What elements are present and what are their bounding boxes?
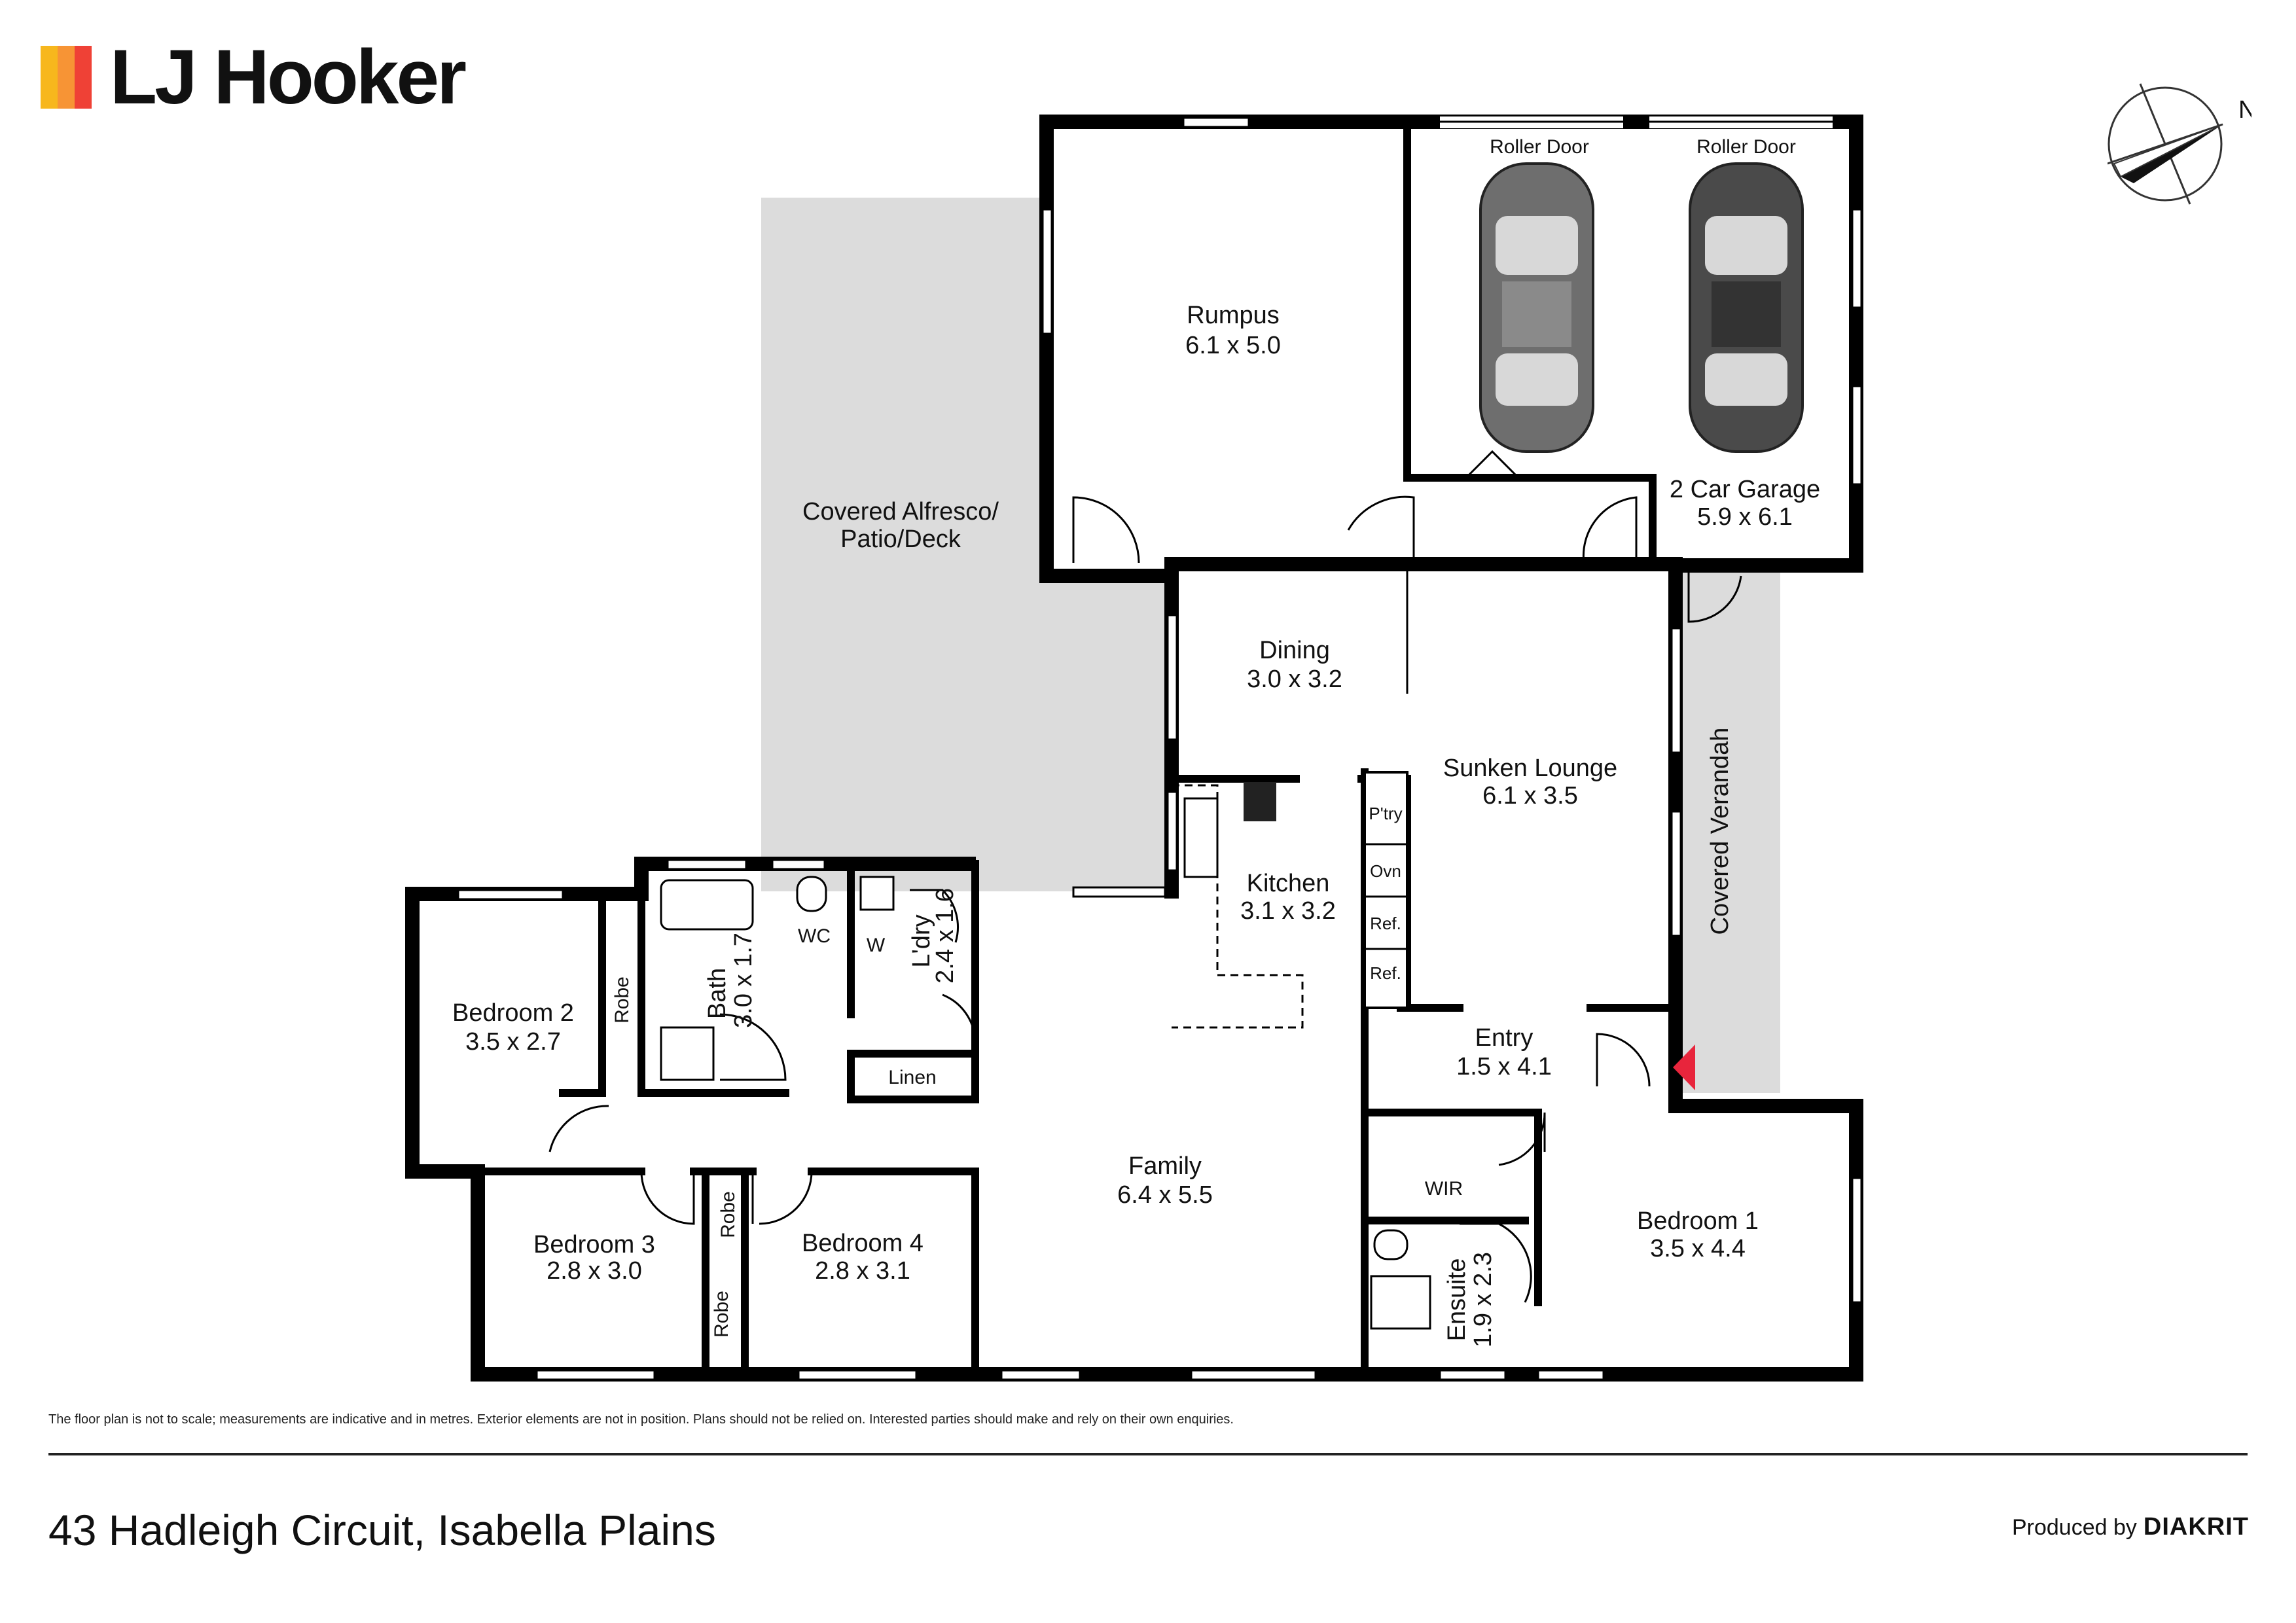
room-size-rumpus: 6.1 x 5.0 <box>1185 332 1281 359</box>
bath-fixtures <box>660 876 1431 1330</box>
room-size-garage: 5.9 x 6.1 <box>1697 503 1793 531</box>
ensuite-toilet-icon <box>1373 1229 1408 1260</box>
room-name-kitchen: Kitchen <box>1247 870 1330 897</box>
room-name-bedroom4: Bedroom 4 <box>802 1230 924 1257</box>
robe-label: Robe <box>717 1191 739 1238</box>
wc-label: WC <box>798 925 831 947</box>
car-icon <box>1479 162 1594 453</box>
alfresco-area <box>761 198 1047 891</box>
footer-divider <box>48 1453 2248 1455</box>
room-name-dining: Dining <box>1259 637 1330 664</box>
producer-name: DIAKRIT <box>2143 1513 2249 1541</box>
logo-bars <box>41 46 92 109</box>
shower-icon <box>660 1026 715 1081</box>
pantry-cabinet <box>1363 771 1408 1009</box>
property-address: 43 Hadleigh Circuit, Isabella Plains <box>48 1506 716 1554</box>
room-size-lounge: 6.1 x 3.5 <box>1482 782 1578 810</box>
room-name-laundry: L'dry <box>908 914 935 967</box>
room-size-bath: 3.0 x 1.7 <box>730 933 757 1028</box>
room-size-kitchen: 3.1 x 3.2 <box>1240 897 1336 925</box>
room-size-bedroom4: 2.8 x 3.1 <box>815 1257 910 1285</box>
toilet-icon <box>796 876 827 912</box>
room-size-entry: 1.5 x 4.1 <box>1456 1053 1552 1080</box>
kitchen-bench <box>1172 771 1408 1029</box>
fridge-label: Ref. <box>1370 914 1401 933</box>
roller-door-label: Roller Door <box>1696 136 1796 158</box>
room-name-alfresco-line2: Patio/Deck <box>840 526 961 553</box>
disclaimer-text: The floor plan is not to scale; measurem… <box>48 1412 1234 1427</box>
bathtub-icon <box>660 879 754 931</box>
room-name-verandah: Covered Verandah <box>1706 728 1734 935</box>
room-name-entry: Entry <box>1475 1024 1534 1052</box>
room-name-rumpus: Rumpus <box>1187 302 1280 329</box>
ensuite-shower-icon <box>1370 1275 1431 1330</box>
room-size-dining: 3.0 x 3.2 <box>1247 666 1342 693</box>
roller-door-label: Roller Door <box>1490 136 1589 158</box>
verandah-area <box>1676 565 1780 1093</box>
logo-bar-red <box>75 46 92 109</box>
room-name-ensuite: Ensuite <box>1443 1258 1471 1342</box>
room-name-lounge: Sunken Lounge <box>1443 755 1617 782</box>
producer-credit: Produced by DIAKRIT <box>2012 1513 2249 1541</box>
room-size-family: 6.4 x 5.5 <box>1117 1181 1213 1209</box>
logo-bar-orange <box>58 46 75 109</box>
door-swings <box>548 450 1742 1303</box>
brand-logo: LJ Hooker <box>41 34 467 120</box>
robe-label: Robe <box>611 976 633 1024</box>
room-name-alfresco: Covered Alfresco/ <box>802 498 999 526</box>
oven-label: Ovn <box>1370 861 1401 881</box>
fridge-label: Ref. <box>1370 963 1401 983</box>
brand-name: LJ Hooker <box>110 34 467 120</box>
wir-label: WIR <box>1425 1178 1463 1200</box>
room-name-garage: 2 Car Garage <box>1670 476 1820 503</box>
logo-bar-yellow <box>41 46 58 109</box>
robe-label: Robe <box>711 1291 732 1338</box>
room-size-bedroom2: 3.5 x 2.7 <box>465 1028 561 1056</box>
room-size-ensuite: 1.9 x 2.3 <box>1469 1252 1497 1347</box>
compass-north-label: N <box>2238 96 2251 124</box>
sink-icon <box>1183 797 1219 878</box>
washer-label: W <box>867 935 886 956</box>
car-icon <box>1689 162 1804 453</box>
room-name-bedroom3: Bedroom 3 <box>533 1231 655 1258</box>
room-name-bedroom2: Bedroom 2 <box>452 999 574 1027</box>
roller-doors <box>1440 116 1833 128</box>
entry-marker-icon <box>1673 1044 1695 1090</box>
room-name-bath: Bath <box>704 968 731 1019</box>
room-size-bedroom3: 2.8 x 3.0 <box>547 1257 642 1285</box>
laundry-tub-icon <box>859 876 895 911</box>
cooktop-icon <box>1244 782 1276 821</box>
produced-by-label: Produced by <box>2011 1515 2137 1540</box>
pantry-label: P'try <box>1369 804 1402 823</box>
alfresco-area-lower <box>1047 576 1177 891</box>
room-size-bedroom1: 3.5 x 4.4 <box>1650 1235 1746 1262</box>
windows <box>457 116 1863 1381</box>
room-name-bedroom1: Bedroom 1 <box>1637 1207 1759 1235</box>
room-name-family: Family <box>1128 1152 1202 1180</box>
room-size-laundry: 2.4 x 1.6 <box>931 888 959 984</box>
north-compass-icon: N <box>2108 83 2251 205</box>
linen-label: Linen <box>888 1067 936 1088</box>
